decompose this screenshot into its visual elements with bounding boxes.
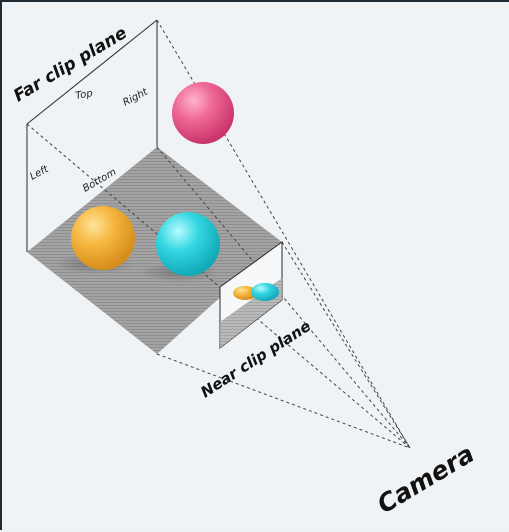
frustum-floor	[27, 147, 282, 354]
near-clip-plane	[219, 241, 283, 350]
near-clip-plane-label: Near clip plane	[197, 317, 314, 402]
top-label: Top	[75, 88, 94, 102]
near-orange-projection	[233, 286, 257, 300]
far-clip-plane	[26, 19, 158, 252]
near-cyan-projection	[251, 283, 279, 301]
left-label: Left	[28, 163, 51, 182]
cyan-sphere	[156, 212, 220, 276]
camera-label: Camera	[372, 439, 479, 519]
pink-sphere	[172, 82, 234, 144]
right-label: Right	[121, 86, 150, 109]
far-clip-plane-label: Far clip plane	[10, 23, 130, 106]
orange-sphere	[71, 206, 135, 270]
frustum-dashed-edges	[26, 19, 411, 449]
